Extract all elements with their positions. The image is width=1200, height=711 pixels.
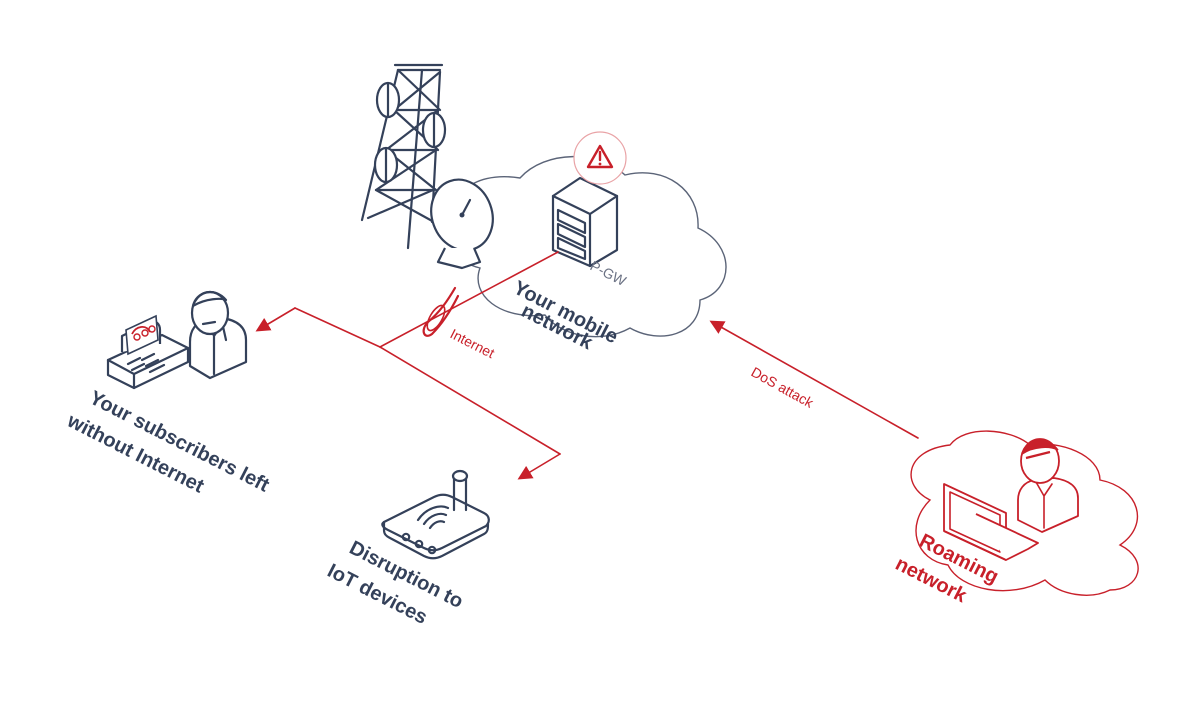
mobile-network-cloud — [457, 155, 727, 338]
dos-attack-arrow — [709, 320, 919, 439]
phone-error-icon — [106, 314, 190, 390]
server-icon — [551, 176, 619, 268]
internet-label: Internet — [448, 325, 498, 361]
warning-icon — [573, 131, 627, 185]
subscriber-person-icon — [188, 290, 248, 380]
router-icon — [381, 469, 490, 560]
broken-link-icon — [422, 286, 460, 337]
cell-tower-icon — [360, 63, 447, 250]
dos-attack-label: DoS attack — [749, 364, 818, 412]
roaming-network-cloud — [910, 430, 1139, 596]
laptop-icon — [943, 483, 1039, 561]
pgw-label: P-GW — [588, 257, 630, 289]
internet-connection-lines — [255, 251, 561, 480]
attacker-person-icon — [1017, 438, 1079, 533]
satellite-dish-icon — [430, 178, 494, 270]
